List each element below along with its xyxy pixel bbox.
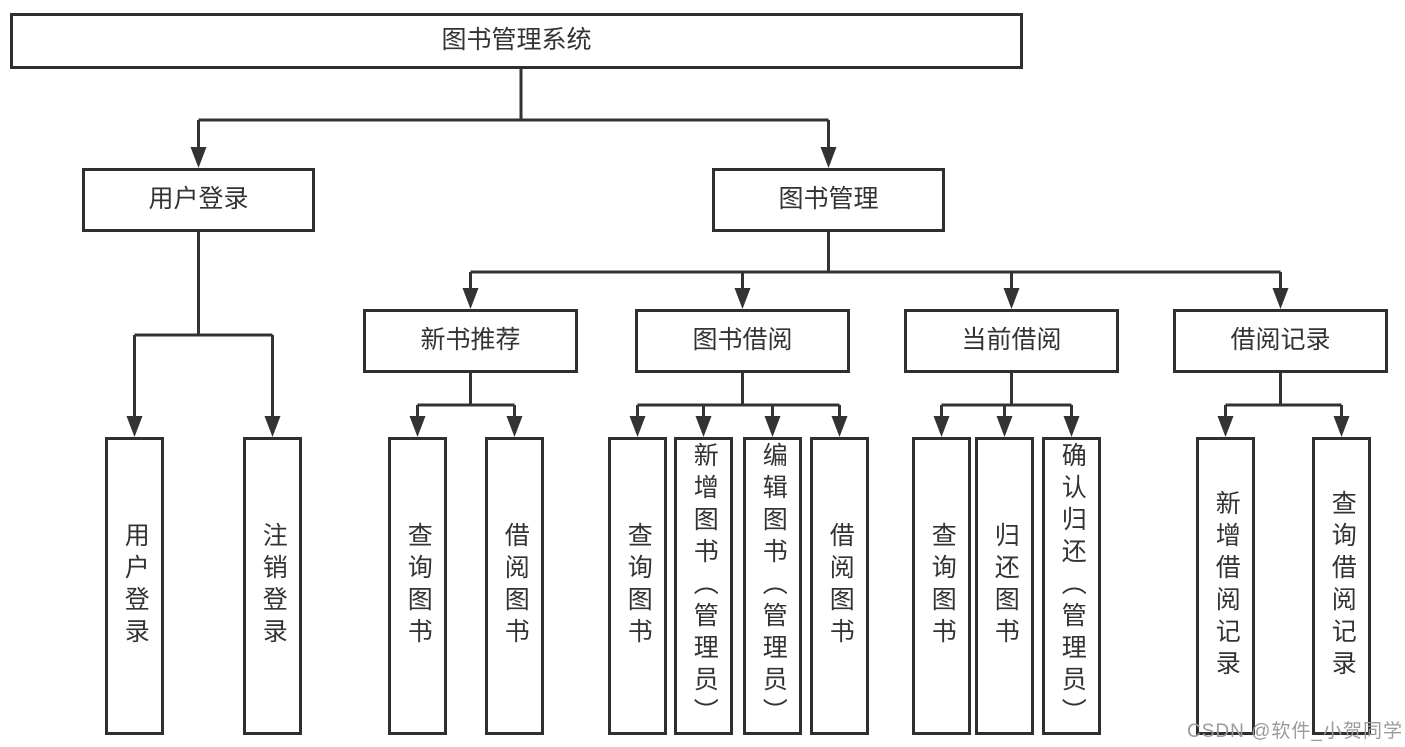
node-root-system: 图书管理系统 xyxy=(10,13,1023,69)
arrow-down-icon xyxy=(764,416,781,437)
arrow-down-icon xyxy=(409,416,426,437)
leaf-record-add: 新增借阅记录 xyxy=(1196,437,1255,735)
arrow-down-icon xyxy=(264,416,281,437)
csdn-watermark: CSDN @软件_小贺同学 xyxy=(1187,721,1403,742)
arrow-down-icon xyxy=(933,416,950,437)
node-current-borrow: 当前借阅 xyxy=(904,309,1119,373)
arrow-down-icon xyxy=(190,147,207,168)
arrow-down-icon xyxy=(820,147,837,168)
connector-bookmgmt-level3 xyxy=(469,232,1282,291)
connector-root-level2 xyxy=(197,69,830,150)
leaf-borrow-query: 查询图书 xyxy=(608,437,667,735)
arrow-down-icon xyxy=(1063,416,1080,437)
leaf-borrow-add-admin: 新增图书（管理员） xyxy=(674,437,733,735)
arrow-down-icon xyxy=(1217,416,1234,437)
arrow-down-icon xyxy=(734,288,751,309)
leaf-current-return: 归还图书 xyxy=(975,437,1034,735)
connector-borrowrecords-leaves xyxy=(1224,373,1343,419)
arrow-down-icon xyxy=(1333,416,1350,437)
leaf-current-confirm-admin: 确认归还（管理员） xyxy=(1042,437,1101,735)
leaf-user-login: 用户登录 xyxy=(105,437,164,735)
arrow-down-icon xyxy=(1003,288,1020,309)
leaf-borrow-borrow: 借阅图书 xyxy=(810,437,869,735)
arrow-down-icon xyxy=(506,416,523,437)
node-borrow-records: 借阅记录 xyxy=(1173,309,1388,373)
leaf-current-query: 查询图书 xyxy=(912,437,971,735)
leaf-borrow-edit-admin: 编辑图书（管理员） xyxy=(743,437,802,735)
node-user-login: 用户登录 xyxy=(82,168,315,232)
arrow-down-icon xyxy=(629,416,646,437)
arrow-down-icon xyxy=(462,288,479,309)
connector-userlogin-leaves xyxy=(133,232,274,419)
leaf-logout: 注销登录 xyxy=(243,437,302,735)
connector-currentborrow-leaves xyxy=(940,373,1073,419)
leaf-newbook-borrow: 借阅图书 xyxy=(485,437,544,735)
connector-newbook-leaves xyxy=(416,373,516,419)
node-new-book-recommend: 新书推荐 xyxy=(363,309,578,373)
node-book-borrow: 图书借阅 xyxy=(635,309,850,373)
leaf-record-query: 查询借阅记录 xyxy=(1312,437,1371,735)
arrow-down-icon xyxy=(996,416,1013,437)
connector-bookborrow-leaves xyxy=(636,373,841,419)
leaf-newbook-query: 查询图书 xyxy=(388,437,447,735)
node-book-management: 图书管理 xyxy=(712,168,945,232)
arrow-down-icon xyxy=(126,416,143,437)
arrow-down-icon xyxy=(831,416,848,437)
arrow-down-icon xyxy=(695,416,712,437)
arrow-down-icon xyxy=(1272,288,1289,309)
